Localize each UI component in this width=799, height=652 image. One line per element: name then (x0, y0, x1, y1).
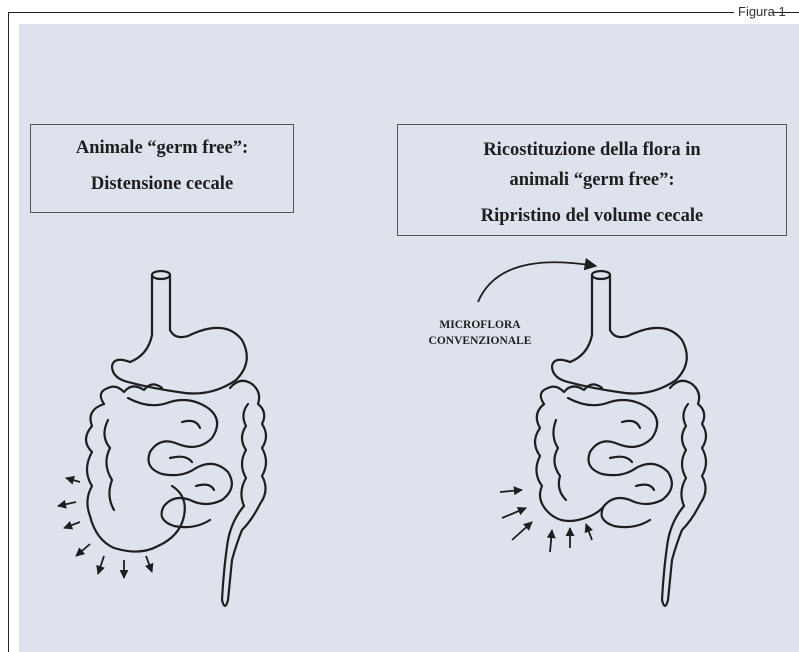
left-esophagus (130, 271, 188, 362)
right-cecum-inner (553, 420, 566, 500)
microflora-label-line2: CONVENZIONALE (429, 335, 532, 347)
right-normal-cecum (535, 404, 604, 521)
left-rectum (222, 600, 228, 606)
left-distended-cecum (86, 404, 185, 552)
right-rectum (662, 600, 668, 606)
left-gut-illustration (86, 271, 266, 606)
right-small-intestine-inner (610, 421, 654, 490)
right-small-intestine (568, 398, 672, 527)
right-esophagus (570, 271, 628, 362)
left-distension-arrows (58, 478, 152, 578)
left-colon-right-edge (222, 404, 248, 600)
right-colon-right-edge (662, 404, 688, 600)
microflora-label-line1: MICROFLORA (439, 319, 521, 331)
right-gut-illustration (535, 271, 706, 606)
microflora-arrow (478, 262, 596, 302)
left-small-intestine-inner (170, 421, 214, 490)
left-cecum-inner (104, 420, 114, 510)
left-small-intestine (128, 398, 232, 527)
